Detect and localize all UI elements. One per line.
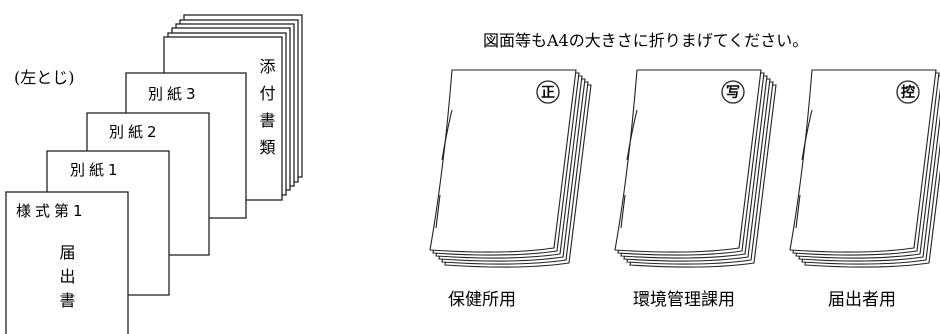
left-binding-panel [5,14,303,334]
copy-caption-applicant: 届出者用 [828,290,896,310]
copy-caption-environment-division: 環境管理課用 [633,290,735,310]
sheet-form-1 [5,191,129,334]
sheet-annex-3-tab: 別紙3 [148,85,200,103]
sheet-annex-1-tab: 別紙1 [70,161,122,179]
copy-stack-duplicate: 写 [614,69,777,268]
copy-stacks: 正写控 [429,69,940,268]
copy-front-sheet [614,69,762,253]
copy-front-sheet [429,69,577,253]
binding-mark [441,109,453,161]
stamp-label: 写 [726,85,740,101]
binding-note: (左とじ) [14,68,75,87]
sheet-form-1-tab: 様式第1 [16,202,87,220]
copy-stack-keep: 控 [789,69,940,268]
sheet-annex-2-tab: 別紙2 [109,123,161,141]
binding-mark [795,194,801,229]
fold-instruction: 図面等もA4の大きさに折りまげてください。 [483,31,808,50]
stamp-circle [536,80,560,104]
binding-mark [626,109,638,161]
stamp-circle [896,80,920,104]
stamp-circle [721,80,745,104]
form-vertical-label: 届出書 [57,244,76,316]
binding-mark [435,194,441,229]
copy-stack-original: 正 [429,69,592,268]
binding-mark [620,194,626,229]
attachments-vertical-label: 添付書類 [257,58,276,166]
binding-mark [801,109,813,161]
copy-front-sheet [789,69,937,253]
stamp-label: 正 [541,85,555,101]
stamp-label: 控 [901,84,915,101]
copy-caption-health-center: 保健所用 [448,290,516,310]
